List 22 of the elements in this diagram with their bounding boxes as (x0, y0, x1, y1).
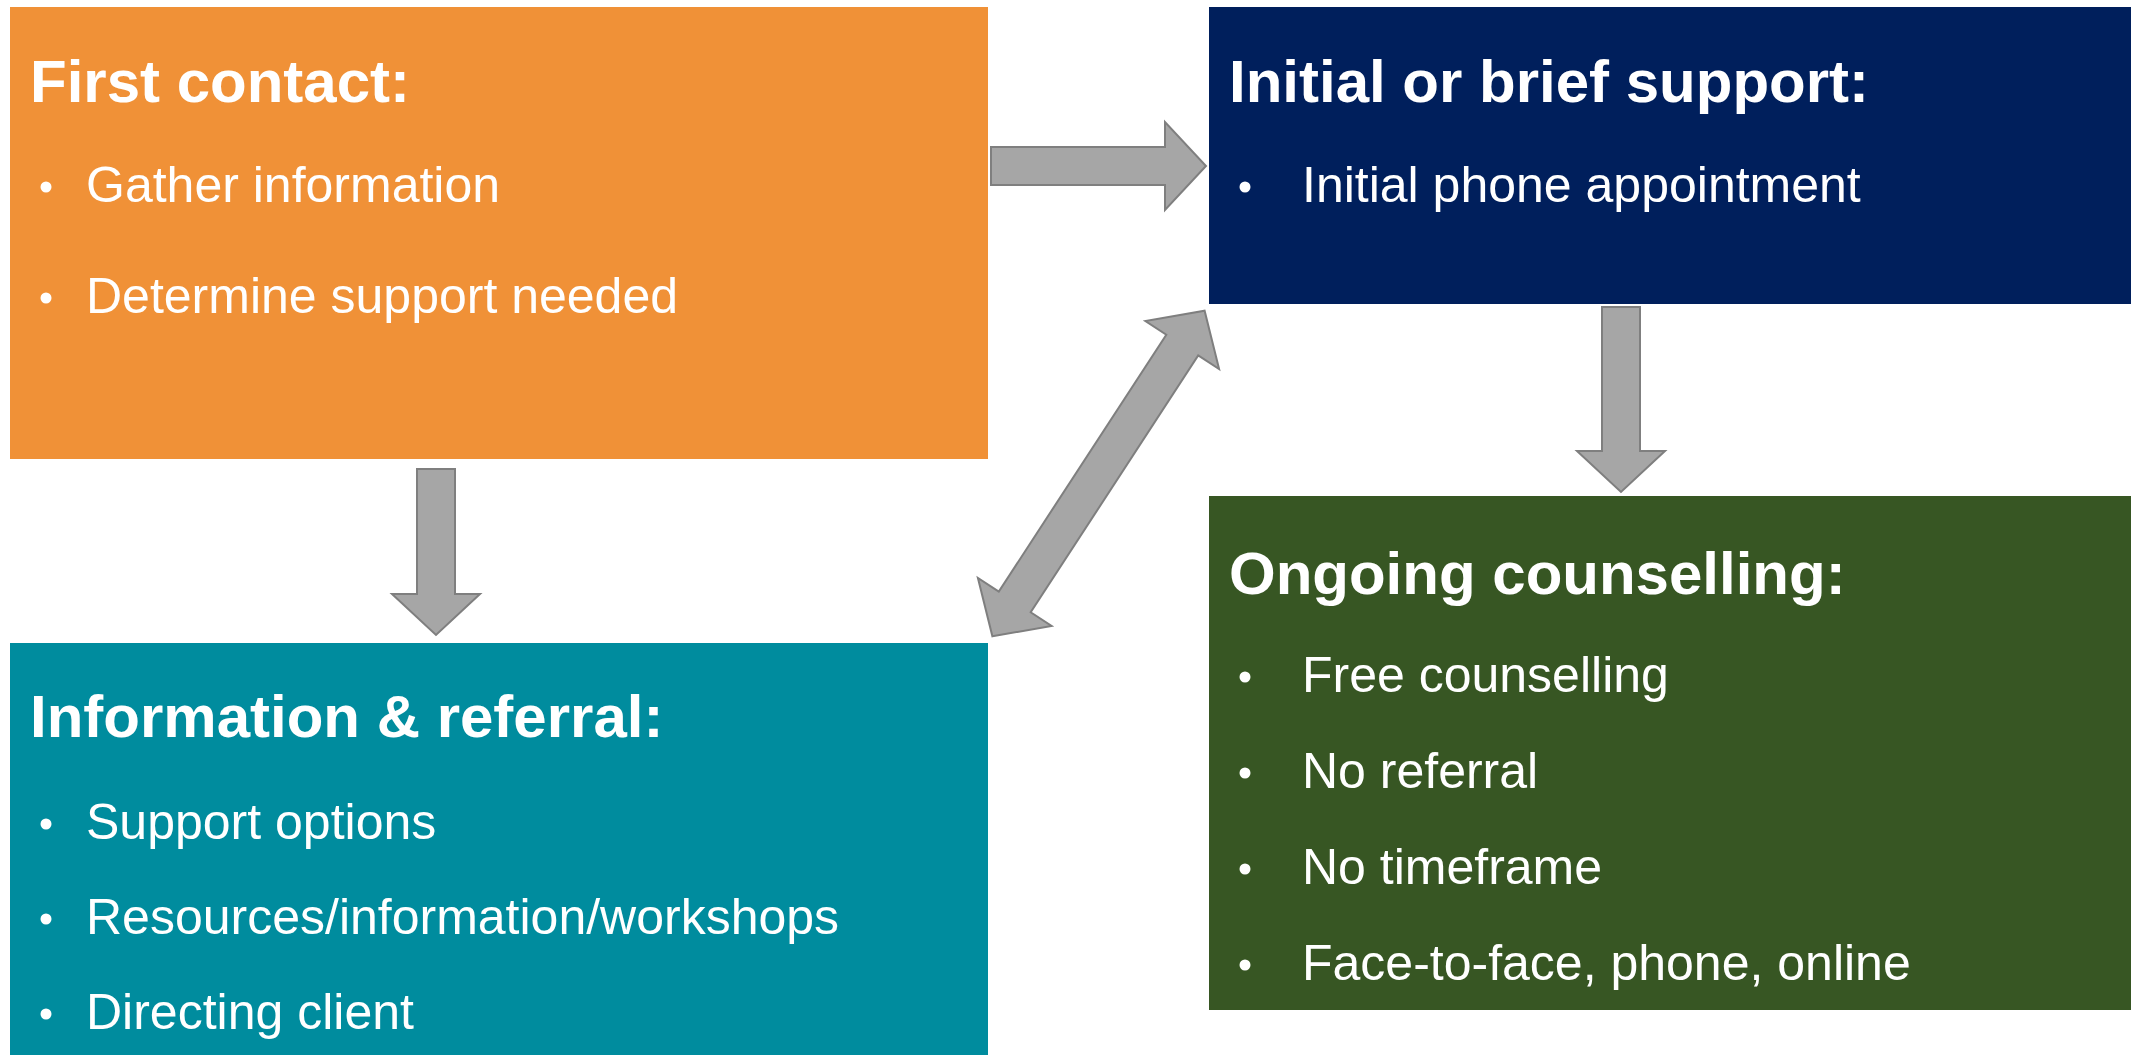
process-box (10, 643, 988, 1055)
box-heading: Initial or brief support: (1229, 48, 1869, 115)
process-box (10, 7, 988, 459)
block-arrow (990, 119, 1208, 213)
bullet-text: Resources/information/workshops (86, 889, 840, 945)
bullet-text: No timeframe (1302, 839, 1603, 895)
bullet-text: Gather information (86, 157, 501, 213)
bullet-text: Directing client (86, 984, 414, 1040)
bullet-text: Determine support needed (86, 268, 679, 324)
bullet-text: Face-to-face, phone, online (1302, 935, 1911, 991)
box-heading: Ongoing counselling: (1229, 540, 1846, 607)
bullet-text: No referral (1302, 743, 1539, 799)
bullet-text: Support options (86, 794, 437, 850)
block-arrow (389, 468, 483, 637)
bullet-text: Initial phone appointment (1302, 157, 1861, 213)
process-box (1209, 496, 2131, 1010)
bullet-text: Free counselling (1302, 647, 1669, 703)
box-heading: First contact: (30, 48, 411, 115)
process-box (1209, 7, 2131, 304)
block-arrow (976, 309, 1221, 638)
box-heading: Information & referral: (30, 683, 664, 750)
block-arrow (1574, 306, 1668, 494)
